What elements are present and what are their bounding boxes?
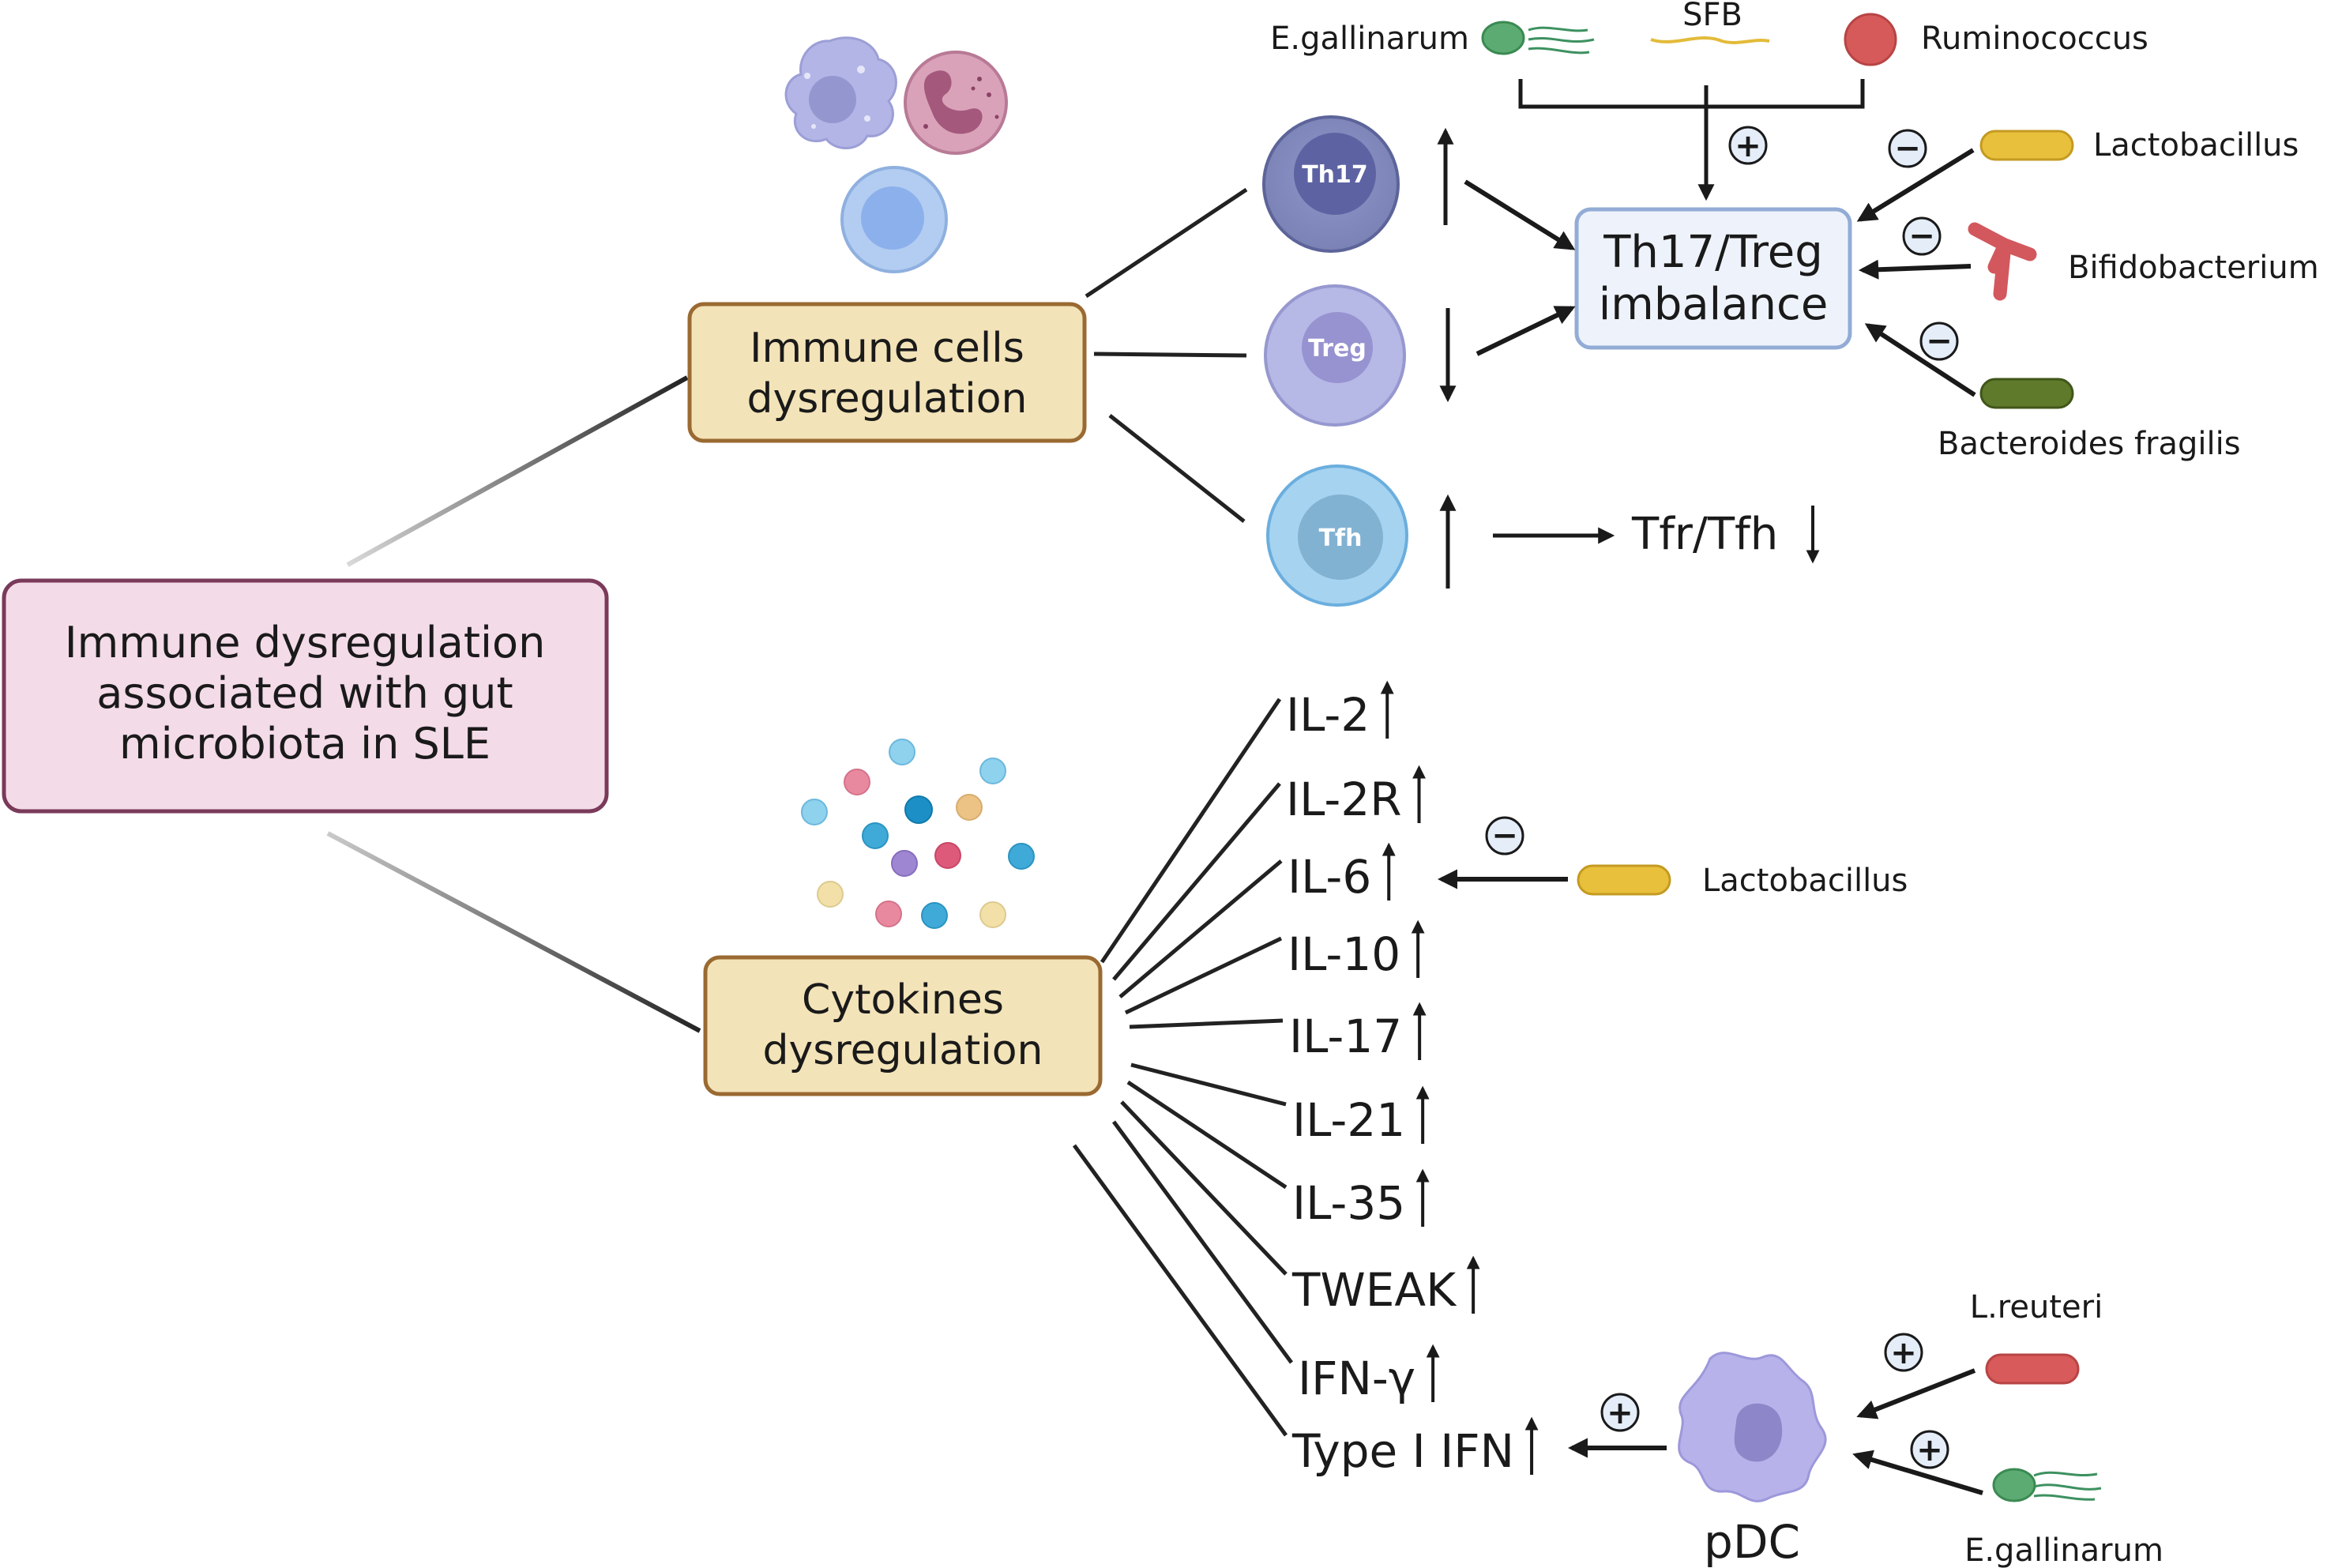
cytokine-label: IL-35 bbox=[1292, 1176, 1405, 1230]
cytokine-fan bbox=[1072, 698, 1294, 1437]
sfb-label: SFB bbox=[1682, 0, 1742, 33]
e-gallinarum-bottom-arrow bbox=[1852, 1450, 1983, 1495]
plus-sign-pdc: + bbox=[1600, 1393, 1640, 1432]
main-box: Immune dysregulation associated with gut… bbox=[2, 578, 609, 814]
cytokine-label: IL-21 bbox=[1292, 1093, 1405, 1147]
treg-cell: Treg bbox=[1264, 284, 1406, 427]
cytokine-connector bbox=[1120, 1100, 1288, 1276]
imbalance-line-2: imbalance bbox=[1599, 279, 1829, 330]
cytokine-label: IL-6 bbox=[1288, 850, 1371, 904]
imbalance-line-1: Th17/Treg bbox=[1603, 227, 1823, 278]
svg-text:+: + bbox=[1607, 1395, 1633, 1431]
th17-cell: Th17 bbox=[1262, 115, 1400, 253]
cytokine-box-line-1: Cytokines bbox=[802, 976, 1004, 1024]
tfh-cell: Tfh bbox=[1266, 464, 1408, 607]
lymphocyte-icon bbox=[840, 166, 948, 273]
neutrophil-icon bbox=[904, 51, 1008, 155]
bifidobacterium-label: Bifidobacterium bbox=[2068, 250, 2319, 286]
lactobacillus-mid-label: Lactobacillus bbox=[1702, 863, 1908, 899]
lactobacillus-top-arrow bbox=[1856, 148, 1975, 222]
pdc-label: pDC bbox=[1704, 1515, 1800, 1568]
th17-to-imbalance-arrow bbox=[1464, 179, 1576, 250]
connector-th17 bbox=[1085, 187, 1248, 299]
svg-text:+: + bbox=[1916, 1432, 1943, 1468]
svg-text:+: + bbox=[1890, 1335, 1917, 1371]
cytokine-connector bbox=[1124, 936, 1283, 1015]
minus-sign-lacto-top: − bbox=[1888, 129, 1927, 168]
cytokine-label: Type I IFN bbox=[1291, 1424, 1514, 1478]
main-box-line-1: Immune dysregulation bbox=[65, 618, 546, 667]
cytokine-label: IL-2 bbox=[1286, 688, 1370, 742]
immune-box-line-2: dysregulation bbox=[747, 375, 1028, 423]
plus-sign-l-reuteri: + bbox=[1884, 1333, 1923, 1372]
minus-sign-lacto-mid: − bbox=[1485, 816, 1524, 855]
imbalance-box: Th17/Treg imbalance bbox=[1574, 207, 1852, 350]
immune-box-line-1: Immune cells bbox=[750, 325, 1024, 372]
main-box-line-2: associated with gut bbox=[96, 668, 513, 718]
ruminococcus-label: Ruminococcus bbox=[1921, 21, 2148, 57]
pdc-cell-icon bbox=[1678, 1352, 1827, 1502]
cytokine-particles-icon bbox=[801, 739, 1035, 929]
cytokine-connector bbox=[1129, 1018, 1284, 1029]
cytokine-label: TWEAK bbox=[1291, 1263, 1457, 1317]
cytokine-connector bbox=[1126, 1080, 1288, 1190]
treg-label: Treg bbox=[1308, 335, 1367, 363]
connector-tfh bbox=[1108, 414, 1246, 523]
connector-main-immune bbox=[346, 375, 689, 567]
cytokine-connector bbox=[1111, 1120, 1294, 1364]
tfr-tfh-label: Tfr/Tfh bbox=[1631, 509, 1778, 560]
lactobacillus-top-icon bbox=[1979, 130, 2074, 161]
cytokine-label: IL-2R bbox=[1286, 773, 1402, 826]
macrophage-icon bbox=[784, 36, 897, 149]
bifidobacterium-arrow bbox=[1858, 259, 1972, 280]
cytokine-connector bbox=[1130, 1062, 1287, 1107]
l-reuteri-label: L.reuteri bbox=[1970, 1289, 2103, 1325]
ruminococcus-icon bbox=[1844, 13, 1897, 66]
minus-sign-bacteroides: − bbox=[1919, 321, 1959, 361]
tfh-label: Tfh bbox=[1319, 525, 1363, 552]
bacteroides-icon bbox=[1979, 378, 2074, 409]
svg-text:−: − bbox=[1908, 218, 1935, 254]
e-gallinarum-bottom-icon bbox=[1992, 1468, 2102, 1502]
cytokine-connector bbox=[1118, 859, 1283, 998]
cytokine-box-line-2: dysregulation bbox=[763, 1027, 1043, 1074]
plus-sign-e-gallinarum: + bbox=[1910, 1430, 1949, 1469]
plus-sign-top: + bbox=[1728, 126, 1768, 165]
e-gallinarum-top-icon bbox=[1481, 21, 1595, 55]
l-reuteri-arrow bbox=[1856, 1368, 1976, 1419]
th17-label: Th17 bbox=[1302, 161, 1368, 189]
treg-to-imbalance-arrow bbox=[1476, 306, 1576, 356]
e-gallinarum-bottom-label: E.gallinarum bbox=[1964, 1532, 2163, 1568]
minus-sign-bifido: − bbox=[1902, 216, 1942, 256]
connector-treg bbox=[1093, 352, 1247, 358]
immune-cells-box: Immune cells dysregulation bbox=[687, 302, 1087, 443]
lactobacillus-mid-icon bbox=[1577, 864, 1671, 896]
svg-text:−: − bbox=[1894, 130, 1921, 167]
bacteria-bracket bbox=[1518, 79, 1865, 109]
cytokines-box: Cytokines dysregulation bbox=[703, 955, 1103, 1096]
sfb-icon bbox=[1650, 36, 1770, 44]
main-box-line-3: microbiota in SLE bbox=[119, 719, 491, 769]
cytokine-connector bbox=[1100, 698, 1282, 964]
bacteroides-arrow bbox=[1864, 323, 1976, 397]
lactobacillus-top-label: Lactobacillus bbox=[2093, 127, 2299, 164]
cytokine-label: IL-17 bbox=[1289, 1010, 1402, 1063]
connector-main-cytokine bbox=[326, 831, 701, 1033]
svg-text:−: − bbox=[1491, 818, 1518, 854]
cytokine-connector bbox=[1112, 782, 1281, 981]
e-gallinarum-top-label: E.gallinarum bbox=[1270, 21, 1469, 57]
l-reuteri-icon bbox=[1985, 1353, 2080, 1385]
svg-text:−: − bbox=[1926, 323, 1953, 359]
cytokine-label: IL-10 bbox=[1288, 927, 1400, 981]
bacteroides-label: Bacteroides fragilis bbox=[1938, 426, 2241, 462]
cytokine-label: IFN-γ bbox=[1298, 1352, 1415, 1405]
svg-text:+: + bbox=[1735, 128, 1761, 164]
cytokine-connector bbox=[1072, 1144, 1288, 1437]
bifidobacterium-icon bbox=[1968, 222, 2037, 301]
